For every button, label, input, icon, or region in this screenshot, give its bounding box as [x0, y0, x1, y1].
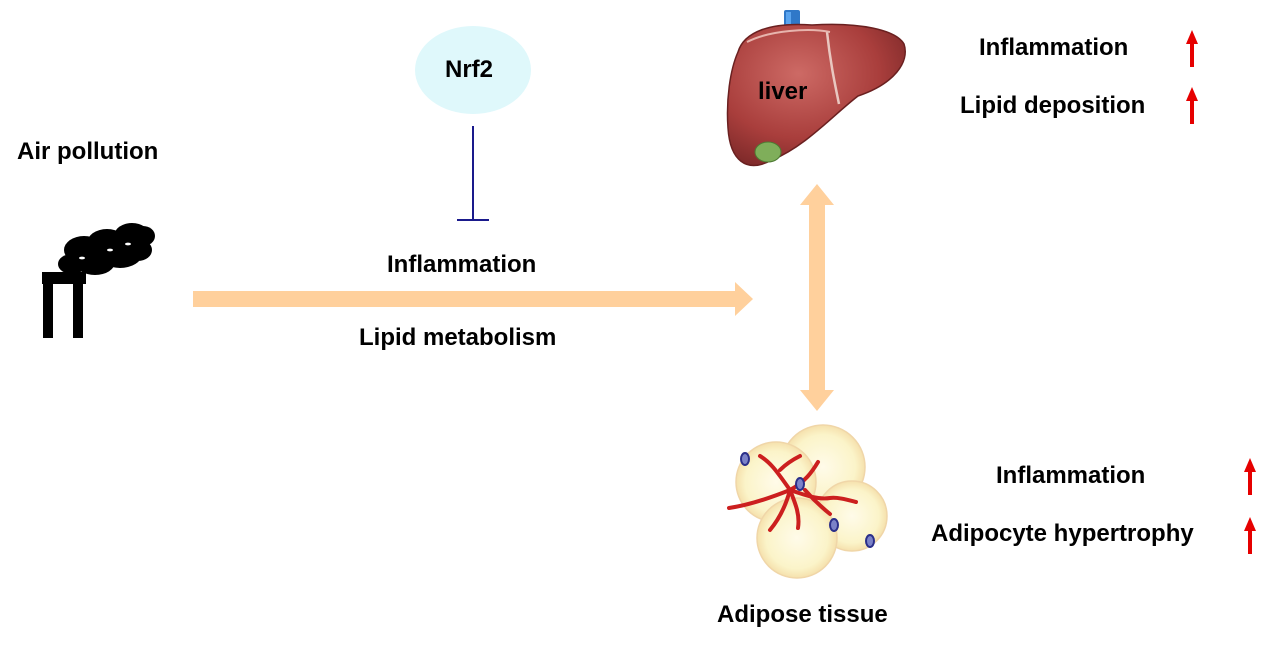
air-pollution-label: Air pollution [17, 138, 159, 165]
adipose-effect-hypertrophy: Adipocyte hypertrophy [931, 520, 1194, 547]
liver-label: liver [758, 78, 808, 105]
factory-smoke-icon [42, 223, 155, 338]
nrf2-node [415, 26, 531, 114]
liver-adipose-double-arrow [800, 184, 834, 411]
inhibition-line [457, 126, 489, 221]
up-arrow-icon [1186, 30, 1256, 554]
liver-effect-lipid-deposition: Lipid deposition [960, 92, 1146, 119]
adipose-tissue-label: Adipose tissue [717, 601, 888, 628]
nrf2-label: Nrf2 [445, 56, 494, 83]
liver-inflammation-up-arrow-icon [1186, 30, 1198, 67]
liver-icon [726, 10, 906, 167]
adipose-hypertrophy-up-arrow-icon [1244, 517, 1256, 554]
pathway-arrow [193, 282, 753, 316]
pathway-lipid-metabolism-label: Lipid metabolism [359, 324, 557, 351]
adipose-effect-inflammation: Inflammation [996, 462, 1146, 489]
liver-lipid-up-arrow-icon [1186, 87, 1198, 124]
pathway-inflammation-label: Inflammation [387, 251, 537, 278]
adipose-inflammation-up-arrow-icon [1244, 458, 1256, 495]
liver-effect-inflammation: Inflammation [979, 34, 1129, 61]
adipose-cells-icon [727, 424, 888, 579]
